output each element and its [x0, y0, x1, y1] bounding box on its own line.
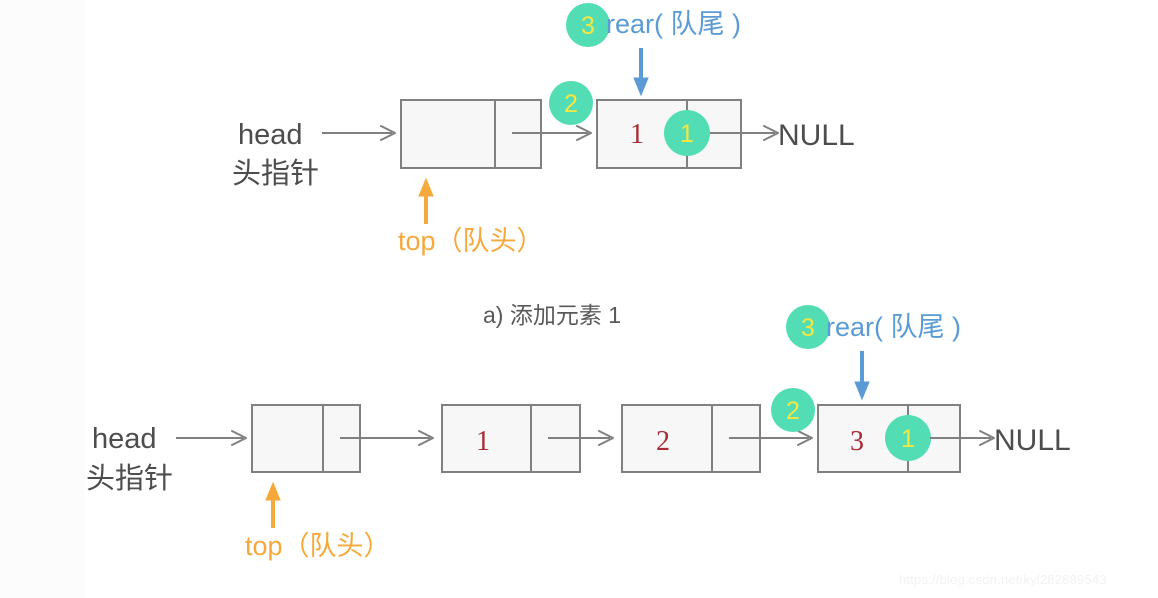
- bottom-node-3-badge-circle: [885, 415, 931, 461]
- top-diagram: head 头指针 2 1: [232, 3, 855, 256]
- bottom-top-arrow-head: [265, 481, 281, 501]
- bottom-rear-pointer: 3 rear( 队尾 ): [786, 305, 961, 401]
- top-null-arrow-head: [763, 125, 779, 141]
- top-head-label-en: head: [238, 119, 303, 151]
- top-rear-badge-circle: [566, 3, 610, 47]
- bottom-link-badge: 2: [771, 388, 815, 432]
- bottom-rear-badge-number: 3: [801, 314, 815, 342]
- top-link-badge-circle: [549, 81, 593, 125]
- bottom-null-arrow-head: [979, 430, 995, 446]
- top-link-badge-number: 2: [564, 90, 578, 118]
- bottom-node-3: 3 1: [817, 404, 961, 473]
- watermark: https://blog.csdn.net/kyl282889543: [899, 572, 1107, 587]
- top-null-label: NULL: [778, 119, 855, 152]
- top-top-arrow-head: [418, 177, 434, 197]
- bottom-link-1-arrow: [598, 430, 614, 446]
- top-rear-badge-number: 3: [581, 12, 595, 40]
- bottom-rear-arrow-head: [854, 381, 870, 401]
- bottom-node-3-badge-number: 1: [901, 425, 915, 453]
- top-top-label: top（队头）: [398, 226, 544, 256]
- bottom-node-3-value: 3: [850, 426, 864, 457]
- top-head-label-cn: 头指针: [232, 157, 319, 190]
- bottom-node-2-value: 2: [656, 426, 670, 457]
- left-margin-strip: [0, 0, 85, 598]
- top-node-1-badge-circle: [664, 110, 710, 156]
- top-rear-arrow-head: [633, 77, 649, 97]
- top-link-0-arrow: [576, 125, 592, 141]
- bottom-link-2-arrow: [797, 430, 813, 446]
- figure-caption: a) 添加元素 1: [483, 302, 621, 328]
- top-node-1-badge-number: 1: [680, 120, 694, 148]
- bottom-head-arrow-head: [231, 430, 247, 446]
- bottom-top-label: top（队头）: [245, 531, 391, 561]
- top-top-pointer: top（队头）: [398, 177, 544, 256]
- bottom-rear-badge-circle: [786, 305, 830, 349]
- bottom-link-badge-circle: [771, 388, 815, 432]
- bottom-node-1-value: 1: [476, 426, 490, 457]
- bottom-top-pointer: top（队头）: [245, 481, 391, 561]
- bottom-rear-label: rear( 队尾 ): [826, 312, 961, 342]
- top-node-0: [400, 99, 542, 169]
- top-rear-pointer: 3 rear( 队尾 ): [566, 3, 741, 97]
- bottom-null-label: NULL: [994, 424, 1071, 457]
- bottom-link-badge-number: 2: [786, 397, 800, 425]
- top-node-1-value: 1: [630, 119, 644, 150]
- bottom-diagram: head 头指针 1 2: [86, 305, 1071, 561]
- top-head-arrow-head: [380, 125, 396, 141]
- bottom-head-label-cn: 头指针: [86, 462, 173, 495]
- top-rear-label: rear( 队尾 ): [606, 9, 741, 39]
- bottom-link-0-arrow: [418, 430, 434, 446]
- bottom-head-label-en: head: [92, 423, 157, 455]
- top-link-badge: 2: [549, 81, 593, 125]
